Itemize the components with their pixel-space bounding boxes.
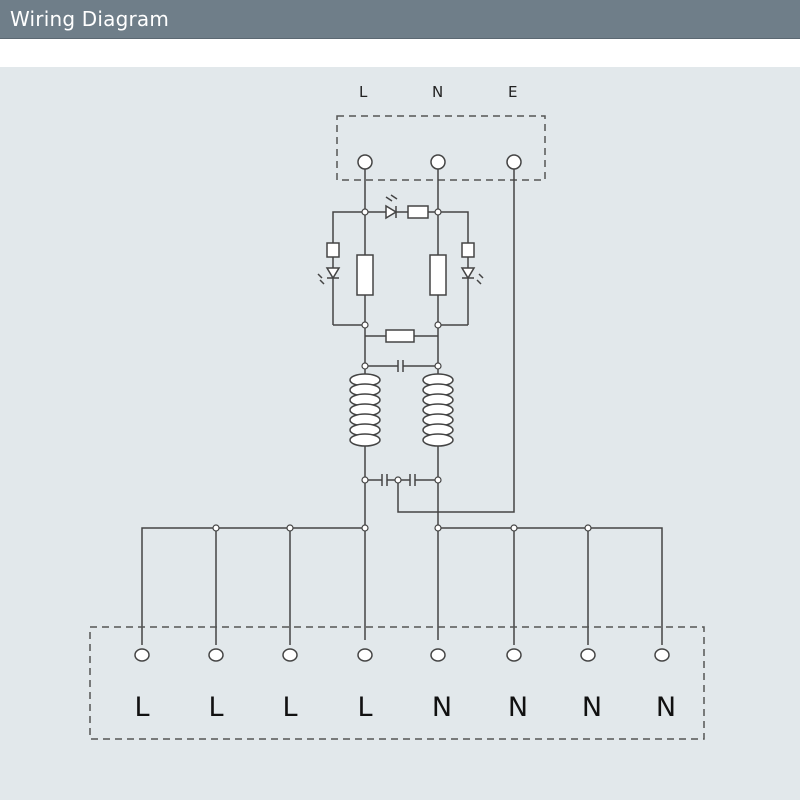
supply-label-L: L	[359, 83, 368, 101]
junction-dot	[434, 208, 442, 216]
terminal-screw-out-1	[134, 648, 150, 662]
terminal-screw-out-2	[208, 648, 224, 662]
terminal-screw-L-in	[357, 154, 373, 170]
led-rail	[332, 211, 469, 325]
junction-dot	[434, 524, 442, 532]
led-symbol	[385, 204, 398, 220]
junction-dot	[286, 524, 294, 532]
output-label-7: N	[582, 692, 602, 723]
junction-dot	[510, 524, 518, 532]
junction-dot	[361, 321, 369, 329]
output-label-8: N	[656, 692, 676, 723]
resistor-right	[461, 242, 475, 258]
terminal-screw-out-7	[580, 648, 596, 662]
junction-dot	[361, 362, 369, 370]
resistor-left	[326, 242, 340, 258]
junction-dot	[394, 476, 402, 484]
output-label-4: L	[357, 692, 372, 723]
output-label-3: L	[282, 692, 297, 723]
led-left	[325, 267, 341, 280]
junction-dot	[361, 476, 369, 484]
diagram-canvas	[0, 67, 800, 800]
terminal-screw-out-6	[506, 648, 522, 662]
terminal-screw-out-3	[282, 648, 298, 662]
output-label-6: N	[508, 692, 528, 723]
terminal-screw-out-8	[654, 648, 670, 662]
input-terminal-block	[336, 115, 546, 181]
fuse-neutral	[429, 254, 447, 296]
junction-dot	[434, 476, 442, 484]
terminal-screw-E-in	[506, 154, 522, 170]
choke-coil-live	[349, 373, 381, 447]
choke-coil-neutral	[422, 373, 454, 447]
output-label-5: N	[432, 692, 452, 723]
page-title: Wiring Diagram	[10, 7, 170, 31]
supply-label-E: E	[508, 83, 517, 101]
junction-dot	[584, 524, 592, 532]
resistor-middle	[385, 329, 415, 343]
title-bar: Wiring Diagram	[0, 0, 800, 39]
terminal-screw-N-in	[430, 154, 446, 170]
junction-dot	[361, 208, 369, 216]
junction-dot	[361, 524, 369, 532]
output-label-1: L	[134, 692, 149, 723]
junction-dot	[434, 362, 442, 370]
earth-wire	[397, 169, 515, 513]
led-right	[460, 267, 476, 280]
output-terminal-block	[89, 626, 705, 740]
terminal-screw-out-5	[430, 648, 446, 662]
resistor-top	[407, 205, 429, 219]
output-label-2: L	[208, 692, 223, 723]
junction-dot	[212, 524, 220, 532]
junction-dot	[434, 321, 442, 329]
terminal-screw-out-4	[357, 648, 373, 662]
fuse-live	[356, 254, 374, 296]
supply-label-N: N	[432, 83, 443, 101]
